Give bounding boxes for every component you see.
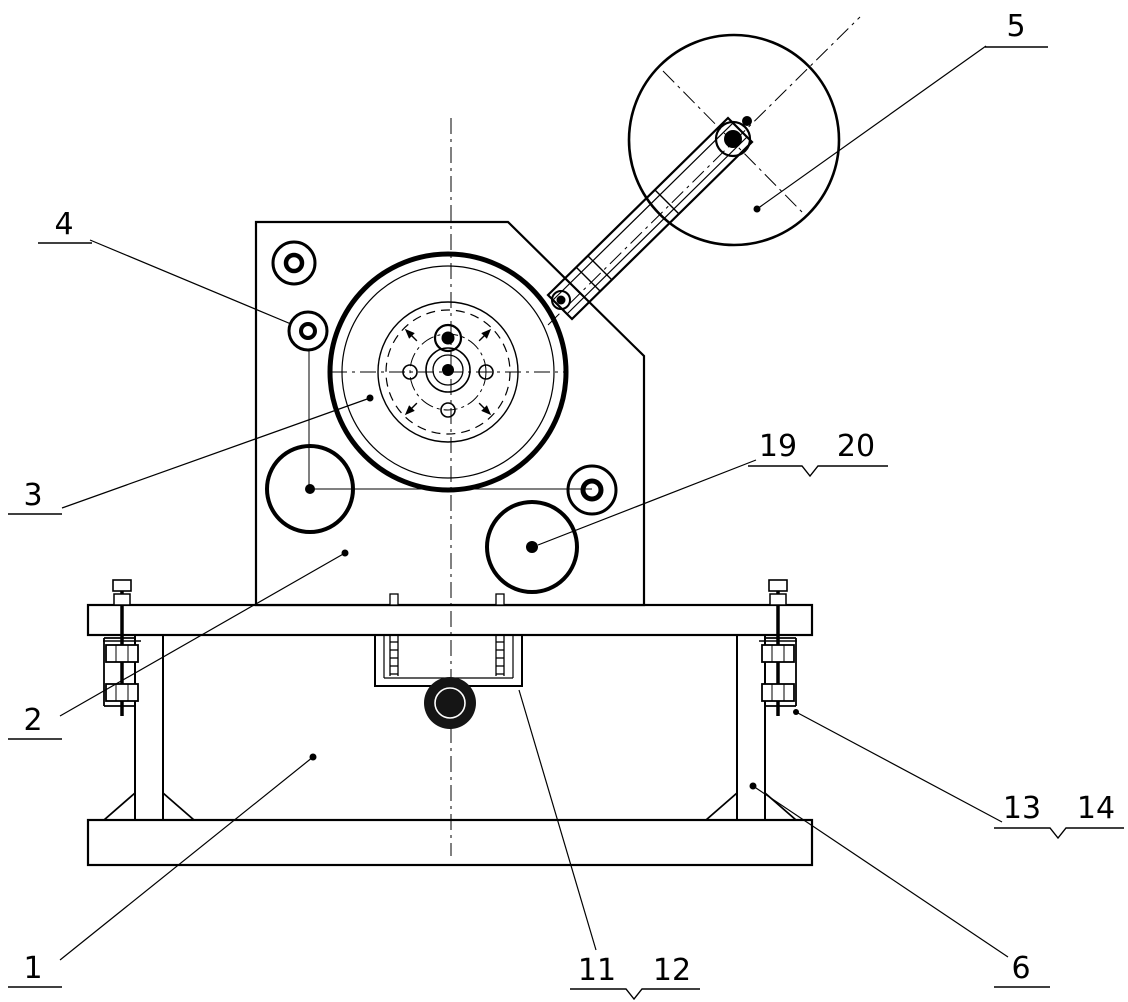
- left-flange: [103, 637, 135, 707]
- right-flange: [765, 637, 797, 707]
- bracket-stud-right: [495, 593, 505, 676]
- left-roller-outer: [265, 444, 355, 534]
- underline-13-14: [994, 827, 1124, 840]
- callout-label-13: 13: [1003, 791, 1041, 826]
- callout-label-20: 20: [837, 429, 875, 464]
- bolt-hole-right: [478, 364, 494, 380]
- wheel-web-circle: [377, 301, 519, 443]
- callout-label-3: 3: [23, 478, 42, 513]
- pulley-hub-ring: [714, 120, 752, 158]
- leader-line-1: [59, 756, 314, 961]
- tension-arm: [546, 116, 754, 321]
- guide-rollers: [265, 240, 618, 594]
- leader-line-3: [61, 397, 371, 509]
- hub-inner: [432, 354, 464, 386]
- adjusting-bolt-left: [103, 579, 141, 716]
- top-roller-bush: [283, 252, 305, 274]
- callout-label-6: 6: [1011, 951, 1030, 986]
- leader-line-5: [756, 45, 987, 210]
- adjusting-bolt-right: [759, 579, 797, 716]
- lower-roller-center: [526, 541, 538, 553]
- base-plate: [86, 818, 814, 867]
- left-roller-center: [305, 484, 315, 494]
- callout-label-11: 11: [578, 953, 616, 988]
- callout-label-14: 14: [1077, 791, 1115, 826]
- arm-lower-pin: [556, 295, 566, 305]
- table-top: [86, 603, 814, 637]
- gearbox-plate: [254, 220, 646, 607]
- wheel-rim-inner: [341, 265, 555, 479]
- worm-gear: [424, 677, 476, 729]
- left-nut-lower: [105, 683, 139, 702]
- base-frame: [86, 603, 814, 867]
- lower-roller-outer: [485, 500, 579, 594]
- gusset-lines: [103, 792, 797, 821]
- callout-label-2: 2: [23, 703, 42, 738]
- bolt-hole-bottom: [440, 402, 456, 418]
- upper-pin-ring: [433, 323, 463, 353]
- arm-lower-pin-ring: [551, 290, 571, 310]
- arm-axis-centerline: [547, 16, 861, 326]
- callout-label-4: 4: [54, 207, 73, 242]
- leader-line-4: [89, 239, 292, 325]
- small-roller-bush: [580, 478, 604, 502]
- callout-label-12: 12: [653, 953, 691, 988]
- upper-roller-outer: [287, 310, 329, 352]
- top-roller-outer: [271, 240, 317, 286]
- right-nut-lower: [761, 683, 795, 702]
- callout-label-19: 19: [759, 429, 797, 464]
- underline-19-20: [748, 465, 888, 478]
- left-leg: [134, 634, 164, 821]
- underline-11-12: [570, 988, 700, 1001]
- callout-label-1: 1: [23, 951, 42, 986]
- leader-lines: [59, 45, 1009, 961]
- bracket-stud-left: [389, 593, 399, 676]
- bolt-hole-left: [402, 364, 418, 380]
- leader-line-13: [795, 711, 1003, 823]
- hub-shaft: [442, 364, 454, 376]
- leader-line-6: [752, 785, 1009, 958]
- callout-underlines: [8, 46, 1124, 1001]
- pulley-hub-pin: [724, 130, 742, 148]
- leader-line-11: [518, 689, 597, 951]
- tension-pulley: [627, 33, 841, 247]
- wheel-pitch-circle: [385, 309, 511, 435]
- left-nut-upper: [105, 644, 139, 663]
- right-nut-upper: [761, 644, 795, 663]
- right-leg: [736, 634, 766, 821]
- leader-line-2: [59, 552, 346, 717]
- rotation-arrows: [404, 328, 492, 416]
- main-wheel: [327, 251, 569, 493]
- wheel-rim-outer: [327, 251, 569, 493]
- upper-pin: [441, 331, 455, 345]
- small-roller-outer: [566, 464, 618, 516]
- callout-labels: 4 5 3 19 20 2 13 14 1 11 12 6: [23, 9, 1115, 988]
- leader-line-19: [537, 459, 757, 546]
- callout-label-5: 5: [1006, 9, 1025, 44]
- upper-roller-bush: [299, 322, 317, 340]
- hub-outer: [425, 347, 471, 393]
- pulley-bolt: [742, 116, 752, 126]
